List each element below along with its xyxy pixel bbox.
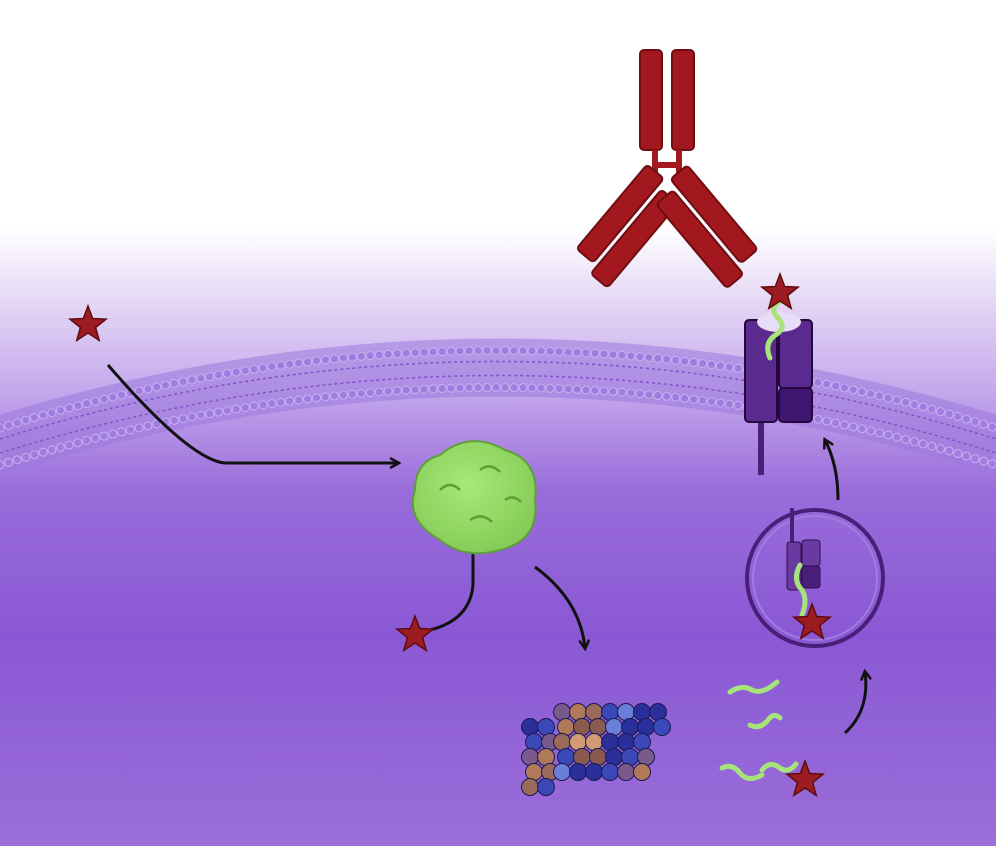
mhc-receptor-icon [744,297,813,475]
proteasome-subunit [605,718,623,736]
proteasome-subunit [589,718,607,736]
proteasome-subunit [585,763,603,781]
peptide-icon [727,679,780,695]
proteasome-subunit [617,763,635,781]
arrow-icon [534,565,585,648]
antibody-icon [577,49,758,288]
proteasome-subunit [553,703,571,721]
proteasome-subunit [553,763,571,781]
proteasome-subunit [589,748,607,766]
proteasome-subunit [653,718,671,736]
arrow-icon [106,364,398,463]
antigen-star-icon [784,758,826,798]
proteasome-subunit [633,763,651,781]
proteasome-subunit [569,763,587,781]
proteasome-subunit [585,733,603,751]
proteasome-subunit [621,748,639,766]
antigen-star-icon [67,303,109,343]
proteasome-subunit [557,718,575,736]
proteasome-icon [521,703,671,796]
proteasome-subunit [621,718,639,736]
ubiquitin-link [429,548,475,632]
proteasome-subunit [569,733,587,751]
peptide-icon [719,763,765,781]
proteasome-subunit [637,718,655,736]
proteasome-subunit [557,748,575,766]
proteasome-subunit [569,703,587,721]
proteasome-subunit [637,748,655,766]
proteasome-subunit [537,718,555,736]
proteasome-subunit [521,778,539,796]
proteasome-subunit [537,778,555,796]
proteasome-subunit [633,733,651,751]
arrows [106,364,866,735]
vesicle-icon [745,508,885,648]
proteasome-subunit [633,703,651,721]
proteasome-subunit [617,733,635,751]
proteasome-subunit [521,718,539,736]
proteasome-subunit [573,718,591,736]
proteasome-subunit [573,748,591,766]
arrow-icon [825,440,840,501]
proteasome-subunit [601,703,619,721]
proteasome-subunit [553,733,571,751]
proteasome-subunit [649,703,667,721]
arrow-icon [843,672,866,735]
antigen-star-icon [791,601,833,641]
peptide-icon [759,761,799,773]
protein-blob-icon [411,440,537,555]
proteasome-subunit [617,703,635,721]
peptides [719,679,799,781]
proteasome-subunit [525,763,543,781]
proteasome-subunit [525,733,543,751]
antigen-star-icon [759,271,801,311]
peptide-icon [747,712,783,730]
proteasome-subunit [521,748,539,766]
proteasome-subunit [537,748,555,766]
proteasome-subunit [601,763,619,781]
proteasome-subunit [601,733,619,751]
proteasome-subunit [585,703,603,721]
antigen-star-icon [394,613,436,653]
proteasome-subunit [605,748,623,766]
